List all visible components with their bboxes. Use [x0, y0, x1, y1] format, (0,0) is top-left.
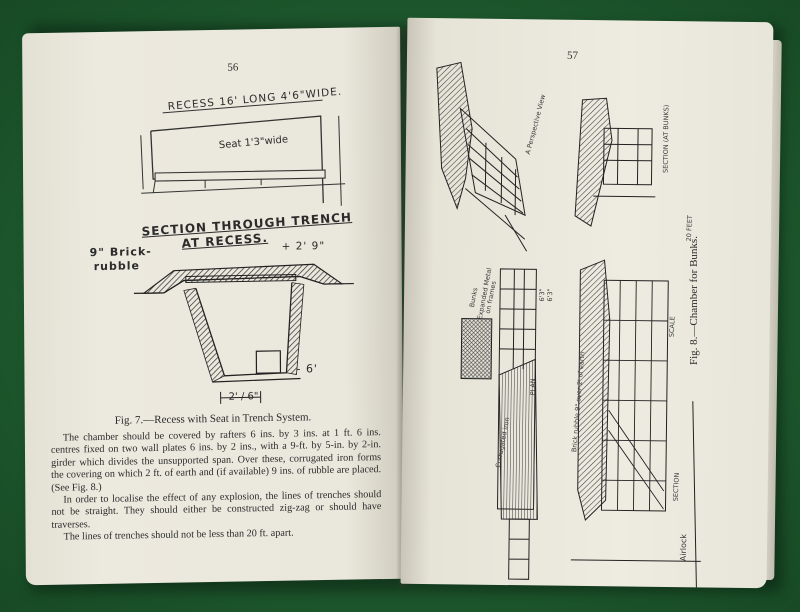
trench-section-sketch: [133, 263, 354, 404]
figure-8-caption: Fig. 8.—Chamber for Bunks.: [688, 236, 700, 365]
label-section-bunks: SECTION (AT BUNKS): [661, 104, 671, 173]
depth-label: - 6': [296, 362, 318, 376]
paragraph-2: In order to localise the effect of any e…: [51, 489, 382, 531]
label-scale: SCALE: [667, 316, 677, 338]
recess-sketch: [140, 99, 346, 206]
left-page: 56 RECESS 16' LONG 4'6"WIDE. Seat 1'3"wi…: [22, 26, 404, 586]
label-airlock: Airlock: [678, 534, 689, 562]
body-text: The chamber should be covered by rafters…: [51, 427, 382, 544]
right-page: 57: [400, 17, 774, 589]
label-plan: PLAN: [528, 378, 538, 396]
width-bottom-label: 2' / 6": [228, 391, 259, 403]
label-dim1: 6'3": [538, 288, 547, 302]
label-dim2: 6'3": [546, 288, 555, 302]
paragraph-1: The chamber should be covered by rafters…: [50, 427, 382, 494]
bunk-chamber-drawing: [436, 61, 701, 589]
label-section: SECTION: [671, 472, 681, 502]
